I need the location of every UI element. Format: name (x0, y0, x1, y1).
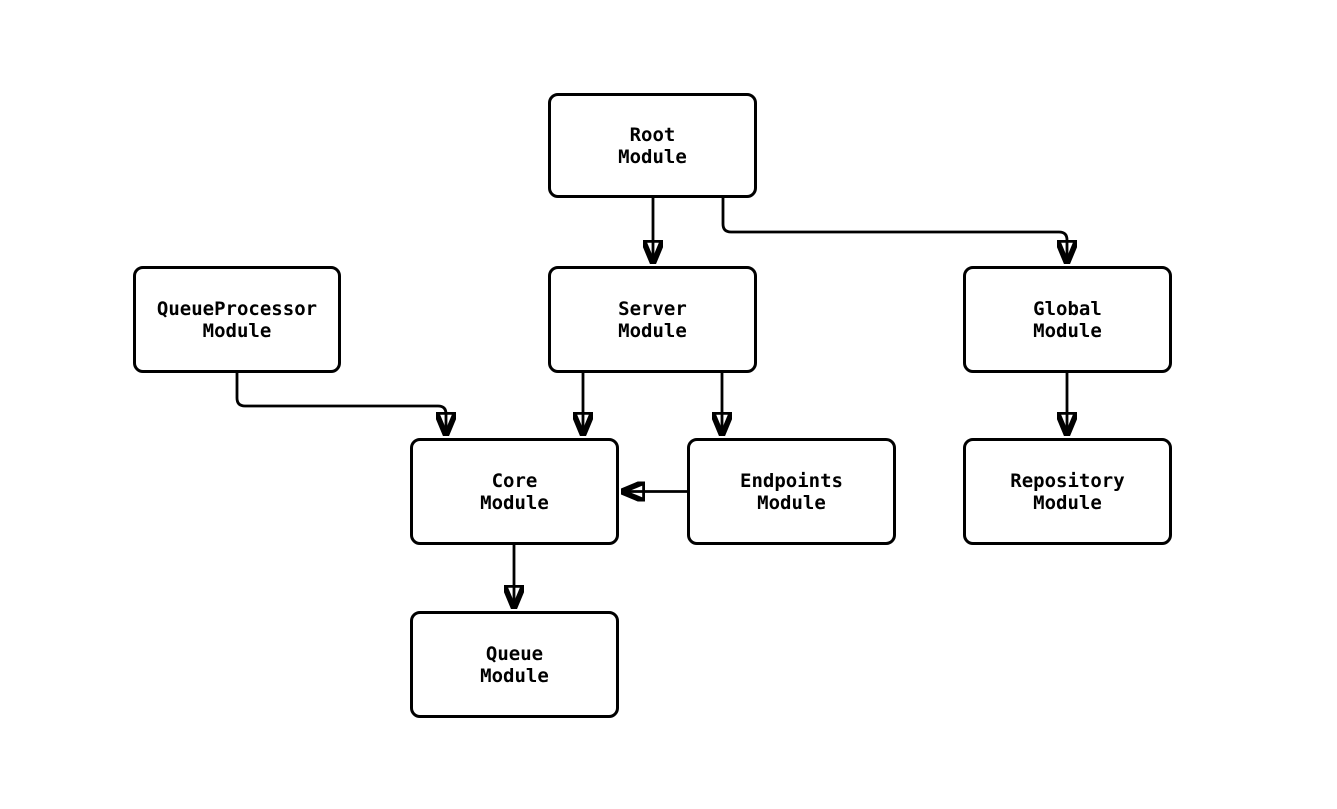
node-server-module: Server Module (548, 266, 757, 373)
node-label: Global (1033, 297, 1102, 320)
node-core-module: Core Module (410, 438, 619, 545)
node-queueprocessor-module: QueueProcessor Module (133, 266, 341, 373)
node-label: Module (1033, 491, 1102, 514)
node-label: Repository (1010, 469, 1125, 492)
node-label: Module (618, 319, 687, 342)
node-queue-module: Queue Module (410, 611, 619, 718)
node-label: Module (1033, 319, 1102, 342)
node-label: Core (491, 469, 538, 492)
node-label: Queue (485, 642, 544, 665)
node-repository-module: Repository Module (963, 438, 1172, 545)
node-endpoints-module: Endpoints Module (687, 438, 896, 545)
node-label: Module (480, 664, 549, 687)
node-label: Server (618, 297, 687, 320)
node-label: Module (618, 145, 687, 168)
node-label: Module (757, 491, 826, 514)
node-label: Module (202, 319, 272, 342)
edge-queueprocessor-to-core (235, 373, 446, 434)
node-label: QueueProcessor (156, 297, 318, 320)
edge-root-to-global (721, 198, 1067, 262)
node-label: Root (629, 123, 676, 146)
node-global-module: Global Module (963, 266, 1172, 373)
node-label: Endpoints (740, 469, 843, 492)
node-root-module: Root Module (548, 93, 757, 198)
node-label: Module (480, 491, 549, 514)
